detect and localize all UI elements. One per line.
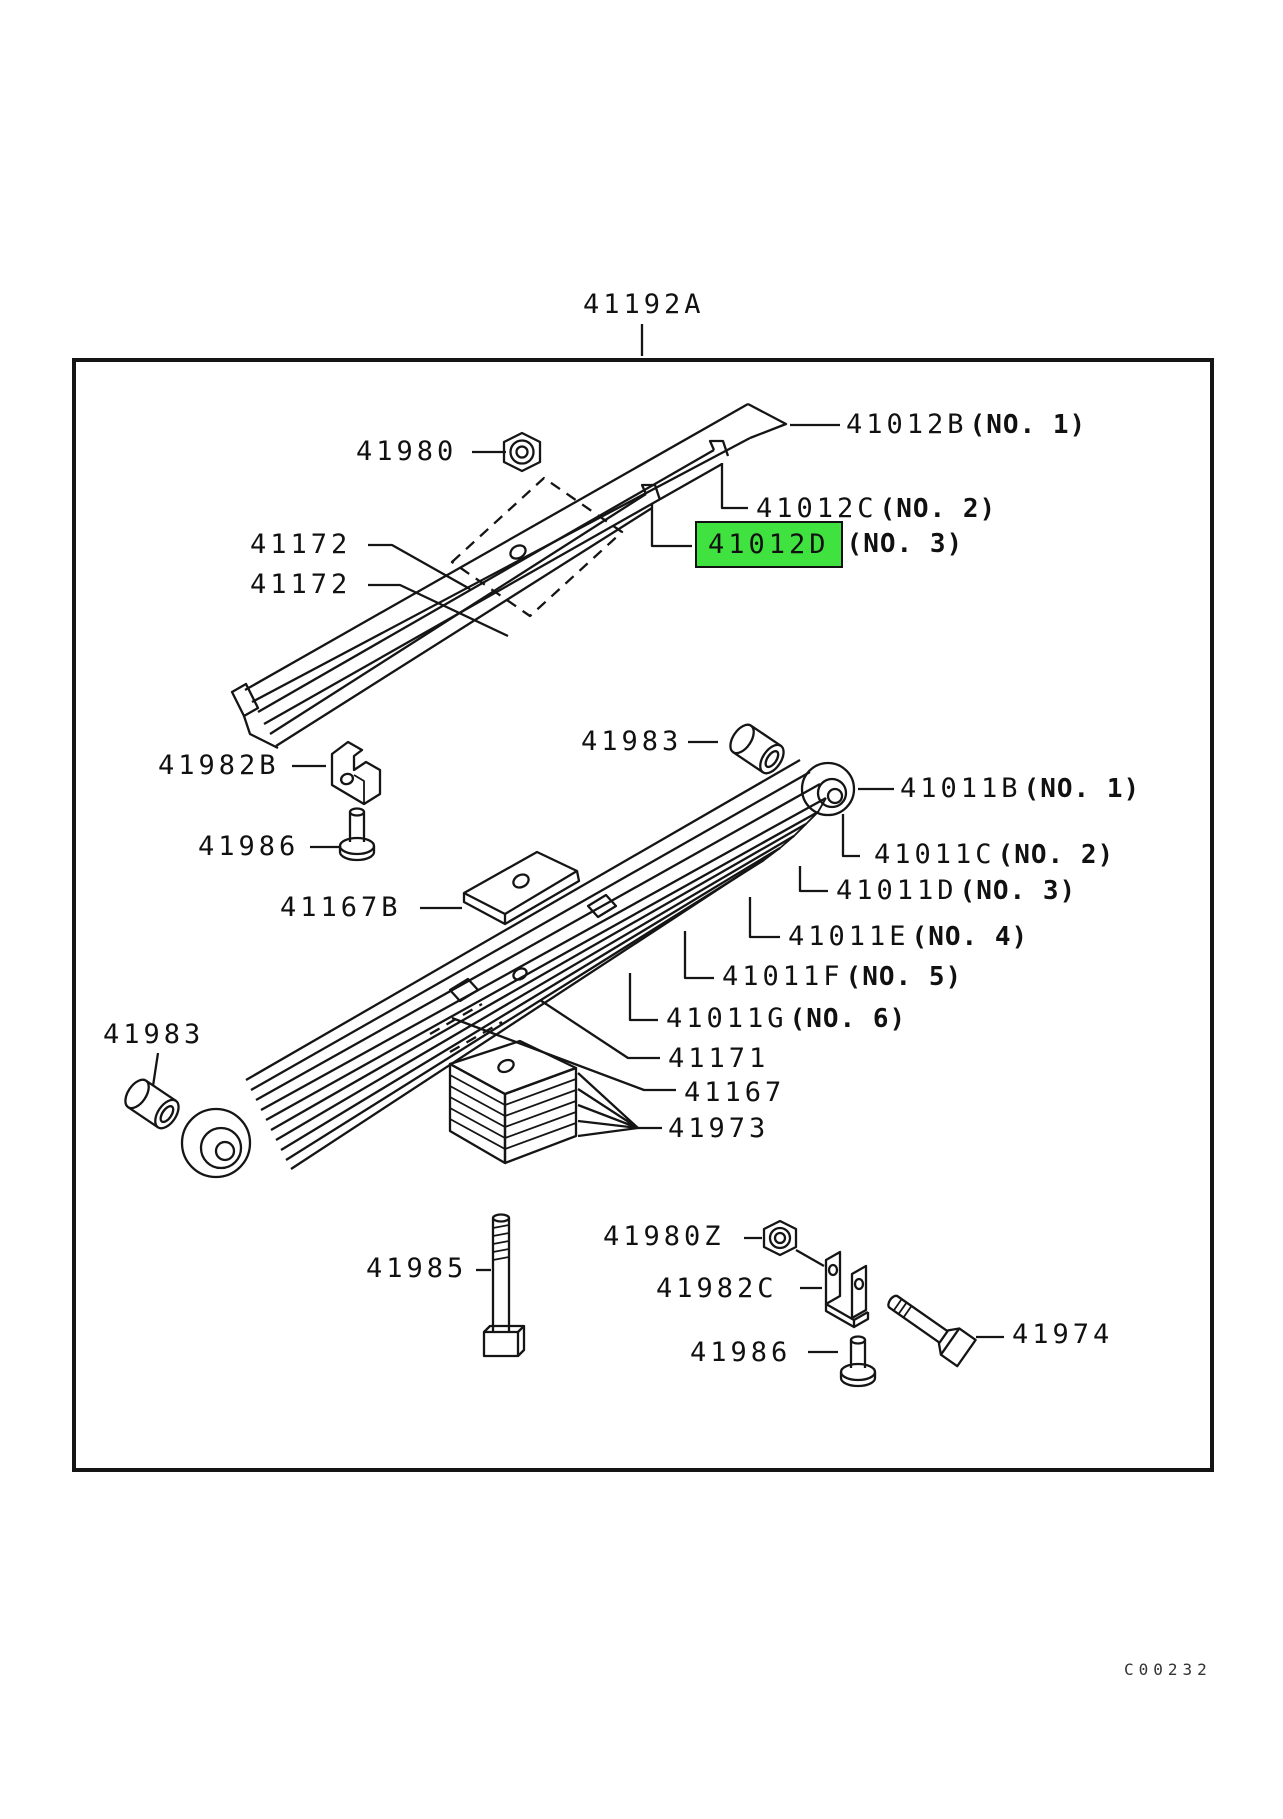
part-label-41011d: 41011D(NO. 3)	[836, 875, 1077, 906]
spring-clip	[586, 893, 618, 919]
nut-icon	[502, 431, 542, 473]
part-label-41167b: 41167B	[280, 892, 402, 923]
drawing-code: C00232	[1124, 1660, 1212, 1679]
part-label-41983-upper: 41983	[581, 726, 683, 757]
part-label-41172-a: 41172	[250, 529, 352, 560]
plate-icon	[420, 850, 581, 926]
part-label-41986-bottom: 41986	[690, 1337, 792, 1368]
part-label-41011e: 41011E(NO. 4)	[788, 921, 1029, 952]
part-label-41973: 41973	[668, 1113, 770, 1144]
part-label-41980z: 41980Z	[603, 1221, 725, 1252]
bushing-leader	[151, 1052, 160, 1087]
part-label-41985: 41985	[366, 1253, 468, 1284]
part-label-41172-b: 41172	[250, 569, 352, 600]
hex-bolt-icon	[887, 1294, 977, 1368]
part-label-41012b: 41012B(NO. 1)	[846, 409, 1087, 440]
part-label-41011g: 41011G(NO. 6)	[666, 1003, 907, 1034]
center-hole	[512, 967, 528, 981]
pin-icon	[839, 1335, 877, 1388]
assembly-label: 41192A	[583, 289, 705, 320]
spring-clip	[448, 977, 480, 1003]
auxiliary-leaf-spring-icon	[230, 402, 788, 750]
leader-lines-upper	[368, 423, 840, 638]
part-label-41011b: 41011B(NO. 1)	[900, 773, 1141, 804]
spring-eye-lower	[180, 1107, 252, 1179]
spring-eye-upper	[800, 761, 856, 817]
clamp-hidden-outline	[450, 476, 624, 618]
part-label-41012c: 41012C(NO. 2)	[756, 493, 997, 524]
main-leaf-spring-icon	[180, 759, 856, 1179]
bushing-icon	[729, 723, 785, 775]
part-label-41012d-highlighted[interactable]: 41012D (NO. 3)	[695, 520, 963, 568]
pin-icon	[338, 807, 376, 862]
u-bracket-icon	[800, 1250, 870, 1329]
part-label-41011f: 41011F(NO. 5)	[722, 961, 963, 992]
center-bolt-icon	[476, 1213, 526, 1358]
center-hole	[509, 544, 527, 560]
nut-icon	[762, 1219, 798, 1257]
bushing-icon	[124, 1078, 180, 1130]
part-label-41982c: 41982C	[656, 1273, 778, 1304]
clamp-bracket-icon	[292, 740, 382, 806]
highlight-box: 41012D	[695, 520, 843, 568]
part-label-41167: 41167	[684, 1077, 786, 1108]
nut-to-bracket-line	[795, 1249, 825, 1267]
part-label-41974: 41974	[1012, 1319, 1114, 1350]
part-label-41982b: 41982B	[158, 750, 280, 781]
leader-lines-main	[451, 787, 894, 1138]
part-label-41011c: 41011C(NO. 2)	[874, 839, 1115, 870]
part-label-41986-middle: 41986	[198, 831, 300, 862]
part-label-41980: 41980	[356, 436, 458, 467]
diagram-frame	[72, 358, 1214, 1472]
part-label-41171: 41171	[668, 1043, 770, 1074]
part-label-41983-lower: 41983	[103, 1019, 205, 1050]
shim-stack-icon	[448, 1039, 578, 1165]
